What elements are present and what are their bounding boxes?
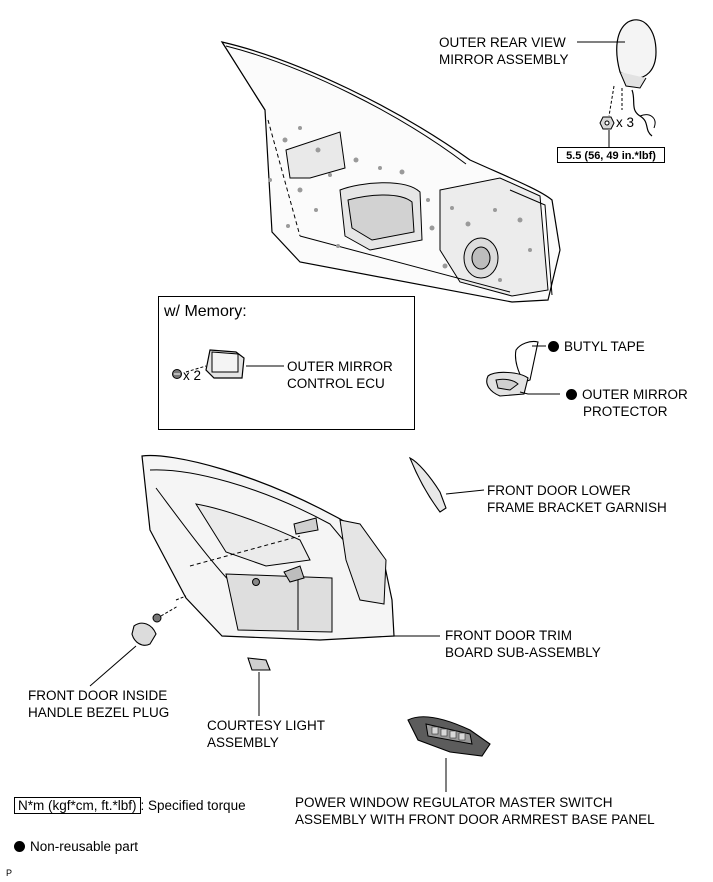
- butyl-tape-label: BUTYL TAPE: [548, 338, 645, 355]
- courtesy-light-illustration: [247, 657, 271, 716]
- non-reusable-dot-icon: [548, 341, 559, 352]
- master-switch-line2: ASSEMBLY WITH FRONT DOOR ARMREST BASE PA…: [295, 812, 655, 827]
- ecu-screw-quantity: x 2: [183, 368, 202, 383]
- trim-board-line1: FRONT DOOR TRIM: [445, 628, 572, 643]
- legend-non-reusable: Non-reusable part: [14, 838, 138, 855]
- outer-mirror-protector-line1: OUTER MIRROR: [582, 387, 688, 402]
- non-reusable-dot-icon: [566, 389, 577, 400]
- outer-mirror-ecu-label: OUTER MIRROR CONTROL ECU: [287, 358, 393, 392]
- lower-frame-garnish-illustration: [408, 456, 485, 513]
- lower-frame-garnish-line1: FRONT DOOR LOWER: [487, 483, 631, 498]
- butyl-tape-text: BUTYL TAPE: [564, 339, 645, 354]
- trim-board-line2: BOARD SUB-ASSEMBLY: [445, 645, 601, 660]
- outer-mirror-label-line2: MIRROR ASSEMBLY: [439, 52, 569, 67]
- front-door-panel: [220, 41, 561, 303]
- bezel-plug-line2: HANDLE BEZEL PLUG: [28, 705, 170, 720]
- lower-frame-garnish-label: FRONT DOOR LOWER FRAME BRACKET GARNISH: [487, 482, 667, 516]
- outer-mirror-ecu-illustration: [185, 349, 284, 379]
- bezel-plug-illustration: [89, 622, 157, 687]
- mirror-nut-quantity: x 3: [616, 115, 635, 130]
- mirror-nut-torque: 5.5 (56, 49 in.*lbf): [557, 147, 665, 163]
- mirror-nut-icon: [599, 116, 615, 130]
- master-switch-line1: POWER WINDOW REGULATOR MASTER SWITCH: [295, 795, 613, 810]
- bezel-plug-label: FRONT DOOR INSIDE HANDLE BEZEL PLUG: [28, 687, 169, 721]
- master-switch-label: POWER WINDOW REGULATOR MASTER SWITCH ASS…: [295, 794, 655, 828]
- outer-mirror-label: OUTER REAR VIEW MIRROR ASSEMBLY: [439, 34, 569, 68]
- legend-torque-text: : Specified torque: [140, 798, 246, 813]
- outer-mirror-ecu-label-line2: CONTROL ECU: [287, 376, 385, 391]
- butyl-tape-illustration: [514, 340, 546, 383]
- lower-frame-garnish-line2: FRAME BRACKET GARNISH: [487, 500, 667, 515]
- trim-board-illustration: [141, 454, 440, 641]
- corner-mark: P: [6, 868, 13, 878]
- trim-board-label: FRONT DOOR TRIM BOARD SUB-ASSEMBLY: [445, 627, 601, 661]
- memory-inset-title: w/ Memory:: [164, 303, 247, 320]
- legend-non-reusable-text: Non-reusable part: [30, 839, 139, 854]
- outer-mirror-protector-label: OUTER MIRROR PROTECTOR: [566, 386, 688, 420]
- outer-mirror-protector-illustration: [486, 371, 560, 397]
- bezel-plug-line1: FRONT DOOR INSIDE: [28, 688, 168, 703]
- trim-clip-icon: [252, 578, 260, 586]
- outer-mirror-protector-line2: PROTECTOR: [583, 404, 668, 419]
- master-switch-illustration: [407, 716, 491, 792]
- outer-mirror-label-line1: OUTER REAR VIEW: [439, 35, 566, 50]
- outer-mirror-ecu-label-line1: OUTER MIRROR: [287, 359, 393, 374]
- courtesy-light-label: COURTESY LIGHT ASSEMBLY: [207, 717, 325, 751]
- trim-screw-icon: [152, 605, 179, 623]
- ecu-screw-icon: [172, 369, 182, 379]
- memory-inset-box: [158, 296, 415, 430]
- legend-torque-symbol: N*m (kgf*cm, ft.*lbf): [14, 797, 141, 814]
- courtesy-light-line2: ASSEMBLY: [207, 735, 279, 750]
- courtesy-light-line1: COURTESY LIGHT: [207, 718, 326, 733]
- non-reusable-dot-icon: [14, 841, 25, 852]
- legend-torque: N*m (kgf*cm, ft.*lbf): Specified torque: [14, 797, 246, 814]
- outer-mirror-illustration: [608, 19, 657, 147]
